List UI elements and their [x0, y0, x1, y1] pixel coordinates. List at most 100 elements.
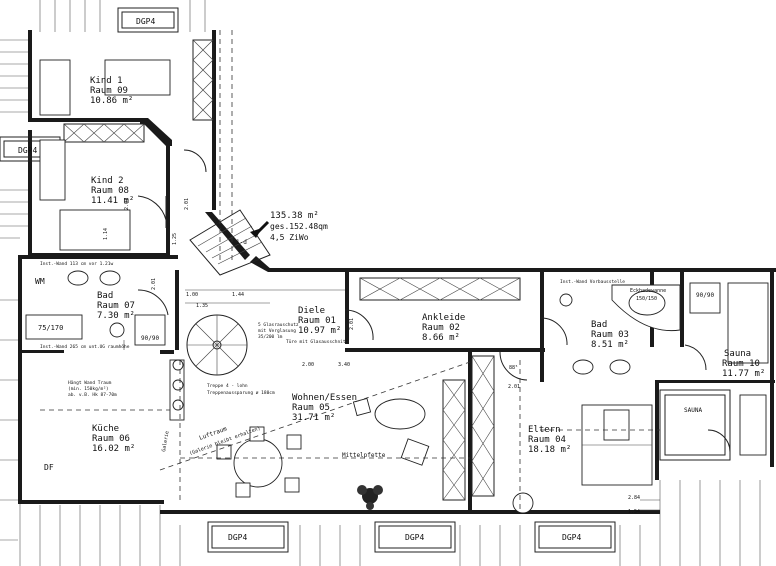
room-label-sauna: Sauna Raum 10 11.77 m² — [722, 349, 765, 379]
furniture — [25, 59, 769, 514]
spiral-staircase — [186, 314, 248, 376]
door-note: Türe mit Glasausschnitt — [286, 339, 349, 345]
room-number: Raum 09 — [90, 86, 128, 96]
df-label: DF — [44, 463, 54, 472]
dimension-label: 88⁵ — [509, 365, 518, 371]
room-number: Raum 06 — [92, 434, 130, 444]
dimension-label: 2.01 — [151, 278, 157, 290]
area-summary: 135.38 m² ges.152.48qm 4,5 ZiWo — [270, 211, 328, 242]
dimension-label: 1.00 — [186, 292, 198, 298]
window-label: DGP4 — [562, 533, 581, 542]
dimension-label: 2.01 — [124, 198, 130, 210]
room-label-kind2: Kind 2 Raum 08 11.41 m² — [91, 176, 134, 206]
room-number: Raum 07 — [97, 301, 135, 311]
window-labels: DGP4 DGP4 DGP4 DGP4 DGP4 — [18, 17, 581, 542]
window-label: DGP4 — [136, 17, 155, 26]
room-number: Raum 03 — [591, 330, 629, 340]
room-label-kueche: Küche Raum 06 16.02 m² — [92, 424, 135, 454]
room-area: 10.86 m² — [90, 96, 133, 106]
glass-note: 35/200 lm — [258, 334, 283, 340]
window-label: DGP4 — [405, 533, 424, 542]
install-wall-note: Inst.-Wand Vorbausstelle — [560, 279, 625, 285]
dimension-label: 2.00 — [302, 362, 314, 368]
room-number: Raum 05 — [292, 403, 330, 413]
room-area: 8.51 m² — [591, 340, 629, 350]
dimension-label: 1.35 — [196, 303, 208, 309]
mittelpfette-label: Mittelpfette — [342, 452, 386, 459]
room-area: 16.02 m² — [92, 444, 135, 454]
room-name: Wohnen/Essen — [292, 393, 357, 403]
total-area: 135.38 m² — [270, 211, 319, 221]
room-label-bad03: Bad Raum 03 8.51 m² — [591, 320, 629, 350]
dimension-label: 3.40 — [338, 362, 350, 368]
shower-size-label: 90/90 — [696, 292, 714, 299]
dimension-labels: 2.01 2.01 2.01 2.01 2.01 1.00 1.35 1.44 … — [103, 198, 640, 515]
dimension-label: 2.84 — [628, 495, 640, 501]
roof-hatching-bottom — [19, 480, 761, 566]
room-area: 10.97 m² — [298, 326, 341, 336]
room-name: Kind 1 — [90, 76, 123, 86]
room-name: Kind 2 — [91, 176, 124, 186]
dimension-label: 1.44 — [232, 292, 244, 298]
room-name: Bad — [591, 320, 607, 330]
stair-note: Treppenaussparung ø 180cm — [207, 390, 275, 396]
doors — [137, 149, 731, 453]
room-area: 11.77 m² — [722, 369, 765, 379]
wall-note: Hängt Wand Traum — [68, 380, 112, 386]
room-label-wohnen: Wohnen/Essen Raum 05 31.71 m² — [292, 393, 357, 423]
straight-staircase — [189, 209, 271, 276]
room-area: 18.18 m² — [528, 445, 571, 455]
dimension-label: 2.01 — [508, 384, 520, 390]
room-labels: Kind 1 Raum 09 10.86 m² Kind 2 Raum 08 1… — [90, 76, 765, 455]
stair-direction-label: 1-d — [236, 239, 247, 246]
room-area: 31.71 m² — [292, 413, 335, 423]
gross-area: ges.152.48qm — [270, 222, 328, 231]
bathtub-size-label: 75/170 — [38, 324, 63, 332]
bathtub-corner-size: 150/150 — [636, 296, 657, 302]
wall-note: (min. 150kg/m²) — [68, 386, 109, 392]
room-label-diele: Diele Raum 01 10.97 m² — [298, 306, 341, 336]
dimension-label: 2.01 — [184, 198, 190, 210]
room-name: Eltern — [528, 425, 561, 435]
room-number: Raum 10 — [722, 359, 760, 369]
wm-label: WM — [35, 277, 45, 286]
dimension-lines — [123, 289, 660, 511]
shower-size-label: 90/90 — [141, 335, 159, 342]
window-label: DGP4 — [228, 533, 247, 542]
glass-note: mit Verglasung — [258, 328, 296, 334]
room-label-ankleide: Ankleide Raum 02 8.66 m² — [422, 313, 465, 343]
room-name: Diele — [298, 306, 325, 316]
wardrobes — [63, 39, 521, 501]
room-name: Sauna — [724, 349, 751, 359]
wall-note: ab. v.B. Hk 87-70m — [68, 392, 117, 398]
room-number: Raum 04 — [528, 435, 566, 445]
glass-note: 5 Glasrauschutz — [258, 322, 299, 328]
room-area: 8.66 m² — [422, 333, 460, 343]
room-number: Raum 08 — [91, 186, 129, 196]
roof-hatching-left — [0, 39, 30, 541]
room-label-bad07: Bad Raum 07 7.30 m² — [97, 291, 135, 321]
dimension-label: 1.25 — [172, 233, 178, 245]
room-area: 7.30 m² — [97, 311, 135, 321]
dimension-label: 2.01 — [349, 318, 355, 330]
dimension-label: 1.54 — [628, 509, 640, 515]
room-number: Raum 01 — [298, 316, 336, 326]
room-label-eltern: Eltern Raum 04 18.18 m² — [528, 425, 571, 455]
room-name: Bad — [97, 291, 113, 301]
unit-count: 4,5 ZiWo — [270, 233, 309, 242]
room-name: Küche — [92, 424, 119, 434]
dashed-lines — [40, 30, 660, 510]
dimension-label: 1.14 — [103, 228, 109, 240]
stair-note: Treppe 4 - lohn — [207, 383, 248, 389]
room-area: 11.41 m² — [91, 196, 134, 206]
galerie-label: Galerie — [161, 431, 171, 453]
window-label: DGP4 — [18, 146, 37, 155]
room-label-kind1: Kind 1 Raum 09 10.86 m² — [90, 76, 133, 106]
install-wall-note: Inst.-Wand 265 cm unt.UG raumhöhe — [40, 344, 130, 350]
room-number: Raum 02 — [422, 323, 460, 333]
bathtub-corner-label: Eckbadewanne — [630, 288, 666, 294]
install-wall-note: Inst.-Wand 113 cm vor 1.21w — [40, 261, 113, 267]
sauna-cabin-label: SAUNA — [684, 407, 702, 414]
roof-hatching-top — [39, 0, 206, 32]
